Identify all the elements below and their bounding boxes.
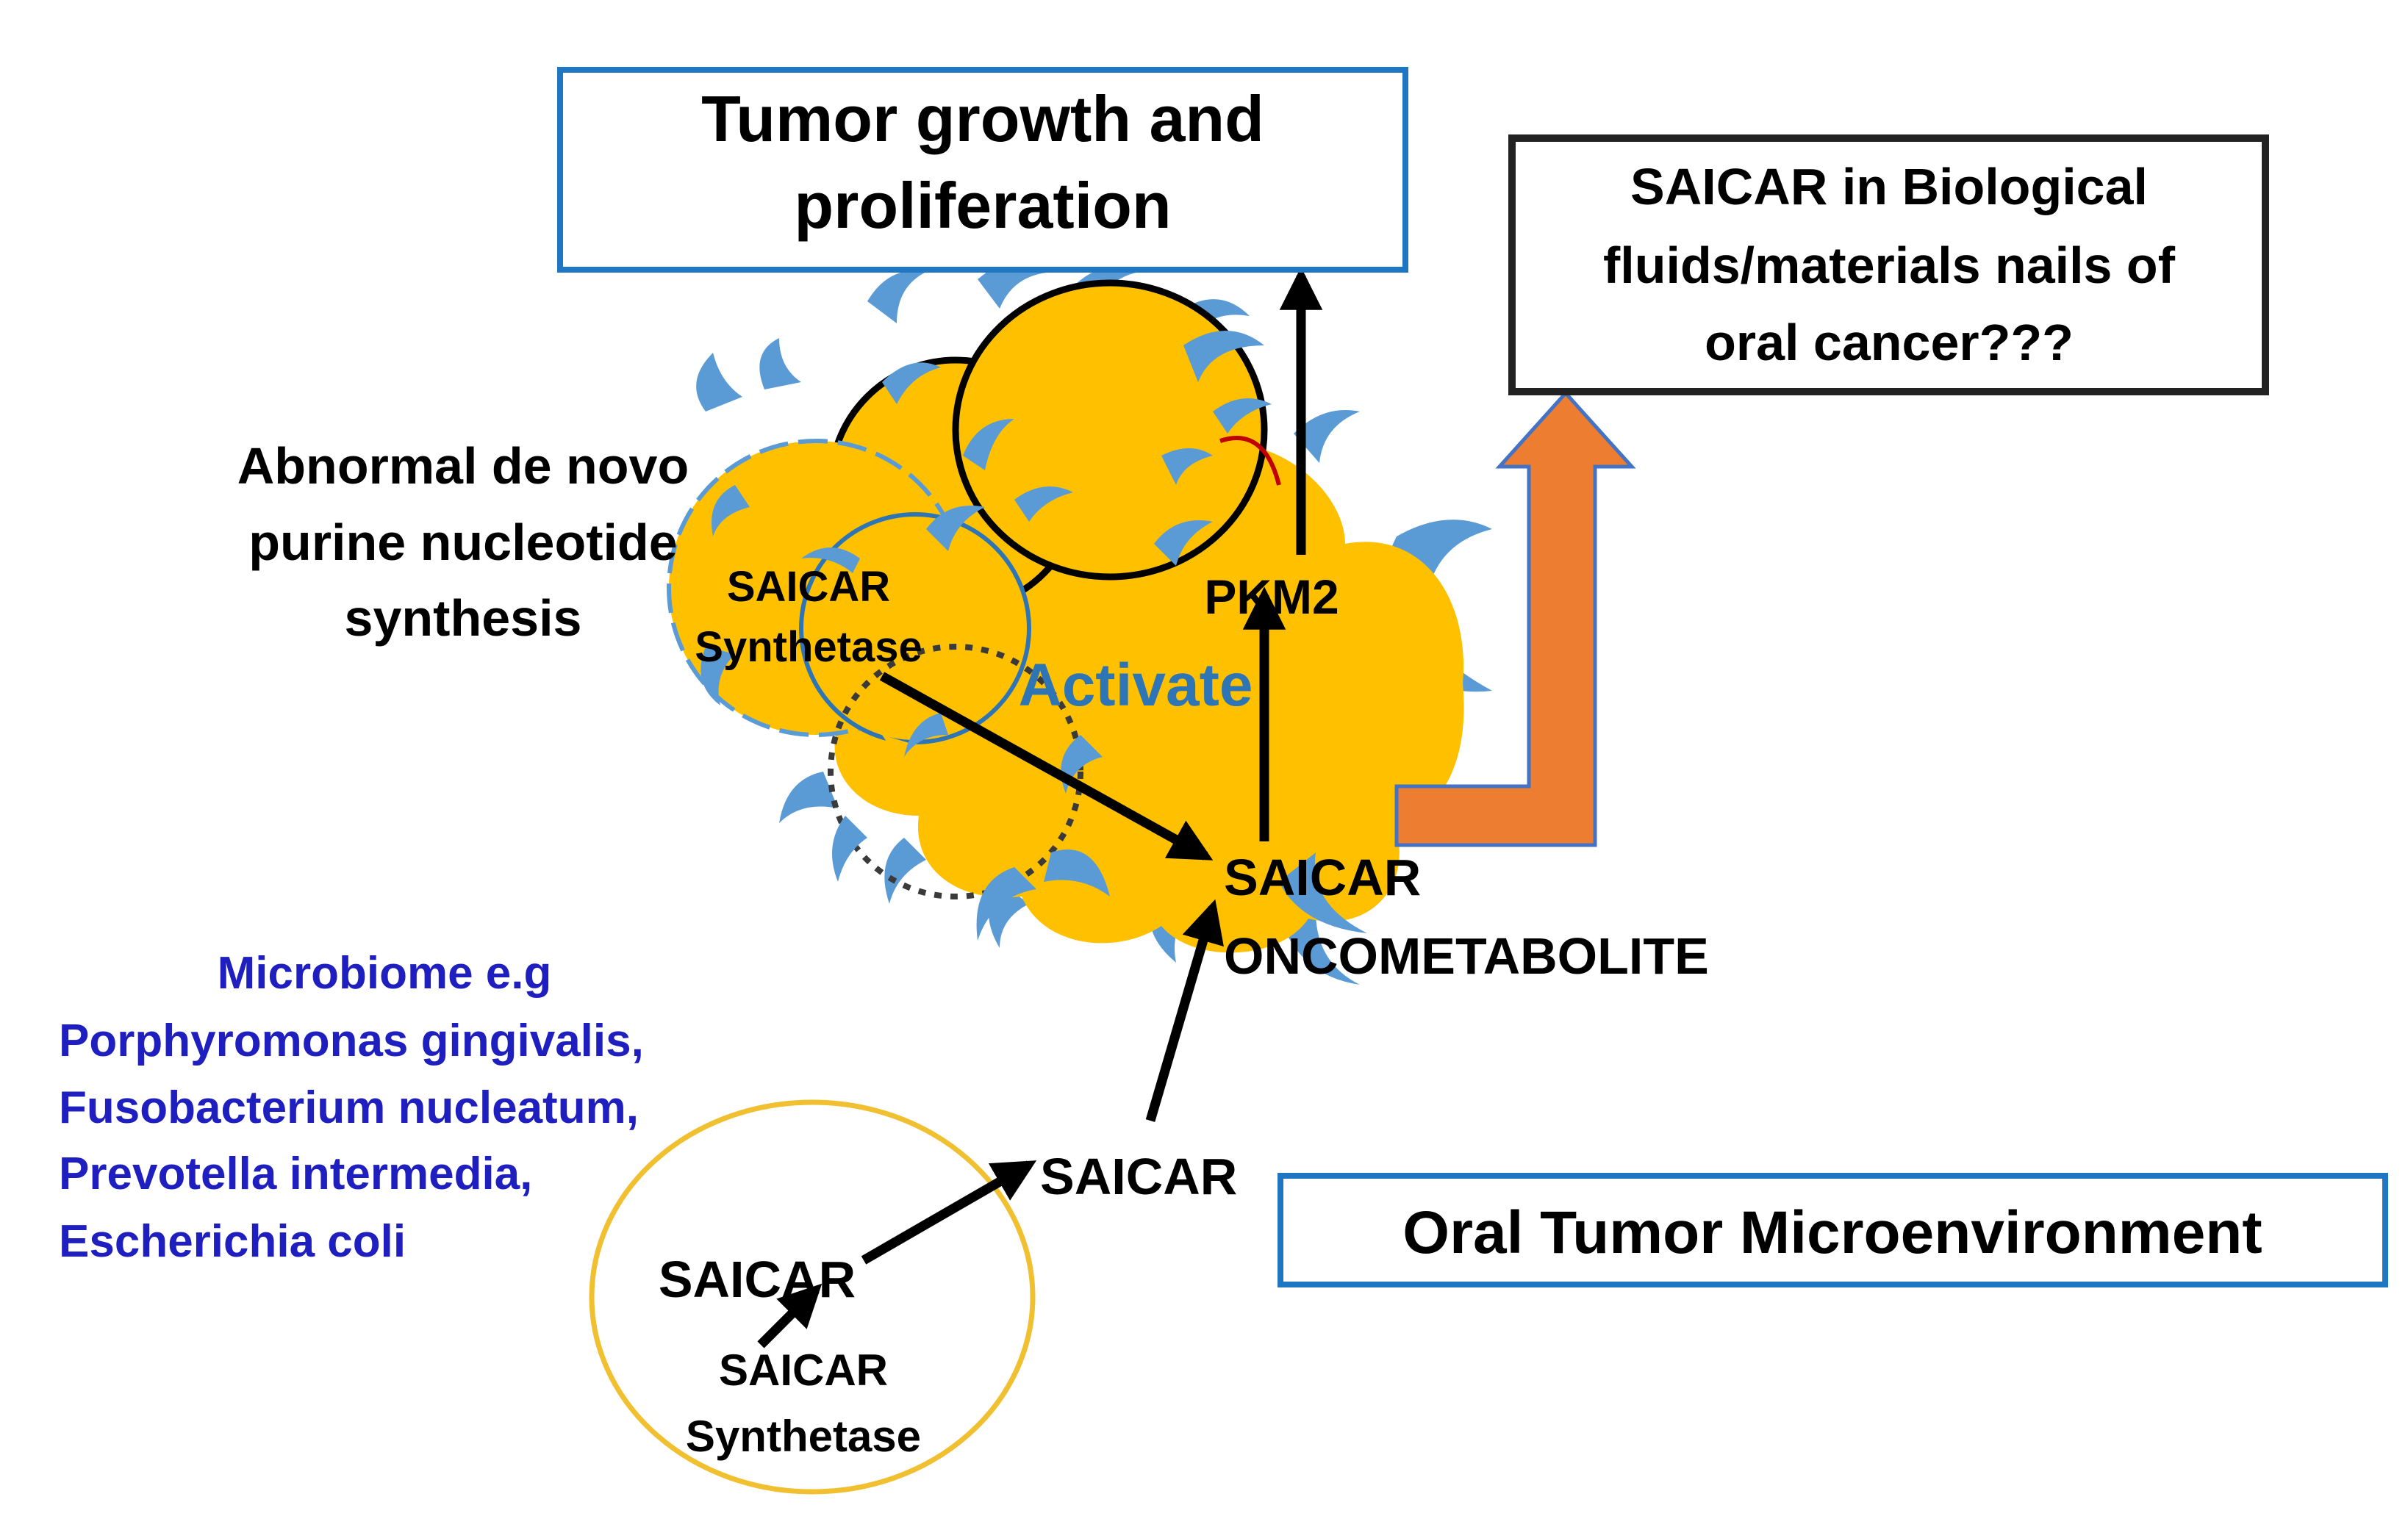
- biofluids-line3: oral cancer???: [1705, 314, 2074, 371]
- microbe-porphyromonas: Porphyromonas gingivalis,: [59, 1016, 644, 1066]
- pathway-arrows: [757, 267, 1323, 1348]
- lower-dotted-cell: [828, 644, 1083, 899]
- cell-synthetase-line1: SAICAR: [727, 563, 890, 611]
- microbe-escherichia: Escherichia coli: [59, 1216, 406, 1267]
- saicar-product-label: SAICAR: [1040, 1148, 1237, 1205]
- biofluids-line2: fluids/materials nails of: [1603, 237, 2176, 294]
- microbe-prevotella: Prevotella intermedia,: [59, 1149, 532, 1199]
- arrow-saicar-to-oncometabolite: [1145, 899, 1224, 1122]
- abnormal-line1: Abnormal de novo: [237, 437, 689, 495]
- microbe-cell: [589, 1099, 1036, 1495]
- cell-surface-spikes: [696, 226, 1492, 985]
- microbe-saicar-label: SAICAR: [659, 1251, 856, 1308]
- oncometabolite-line2: ONCOMETABOLITE: [1224, 927, 1709, 985]
- microbe-synthetase-line1: SAICAR: [719, 1346, 888, 1395]
- microbe-fusobacterium: Fusobacterium nucleatum,: [59, 1082, 639, 1133]
- oncometabolite-label: SAICAR ONCOMETABOLITE: [1224, 849, 1709, 985]
- microenvironment-label: Oral Tumor Microenvironment: [1402, 1199, 2262, 1266]
- activate-label: Activate: [1018, 652, 1253, 719]
- arrow-synthetase-to-oncometabolite: [879, 672, 1214, 861]
- arrow-microbe-synthetase-to-saicar: [757, 1283, 823, 1348]
- tumor-growth-box: Tumor growth and proliferation: [557, 67, 1408, 273]
- microbe-synthetase-line2: Synthetase: [686, 1412, 921, 1461]
- microbiome-list: Microbiome e.g Porphyromonas gingivalis,…: [59, 948, 644, 1267]
- cell-synthetase-line2: Synthetase: [695, 623, 922, 671]
- microenvironment-box: Oral Tumor Microenvironment: [1278, 1173, 2388, 1287]
- tumor-growth-line1: Tumor growth and: [701, 82, 1264, 155]
- red-membrane-segment: [1219, 436, 1281, 486]
- abnormal-synthesis-label: Abnormal de novo purine nucleotide synth…: [237, 437, 689, 647]
- orange-export-arrow: [1394, 390, 1636, 847]
- tumor-cell-cluster: [667, 226, 1492, 985]
- tumor-growth-line2: proliferation: [794, 169, 1171, 242]
- abnormal-line3: synthesis: [345, 589, 582, 647]
- arrow-microbe-saicar-to-saicar: [861, 1160, 1037, 1265]
- oncometabolite-line1: SAICAR: [1224, 849, 1421, 906]
- microbe-synthetase-label: SAICAR Synthetase: [686, 1346, 921, 1461]
- pkm2-label: PKM2: [1204, 570, 1339, 624]
- biofluids-line1: SAICAR in Biological: [1630, 158, 2148, 215]
- biofluids-box: SAICAR in Biological fluids/materials na…: [1508, 134, 2269, 395]
- microbiome-heading: Microbiome e.g: [218, 948, 552, 999]
- cell-saicar-synthetase-label: SAICAR Synthetase: [695, 563, 922, 671]
- abnormal-line2: purine nucleotide: [248, 514, 677, 571]
